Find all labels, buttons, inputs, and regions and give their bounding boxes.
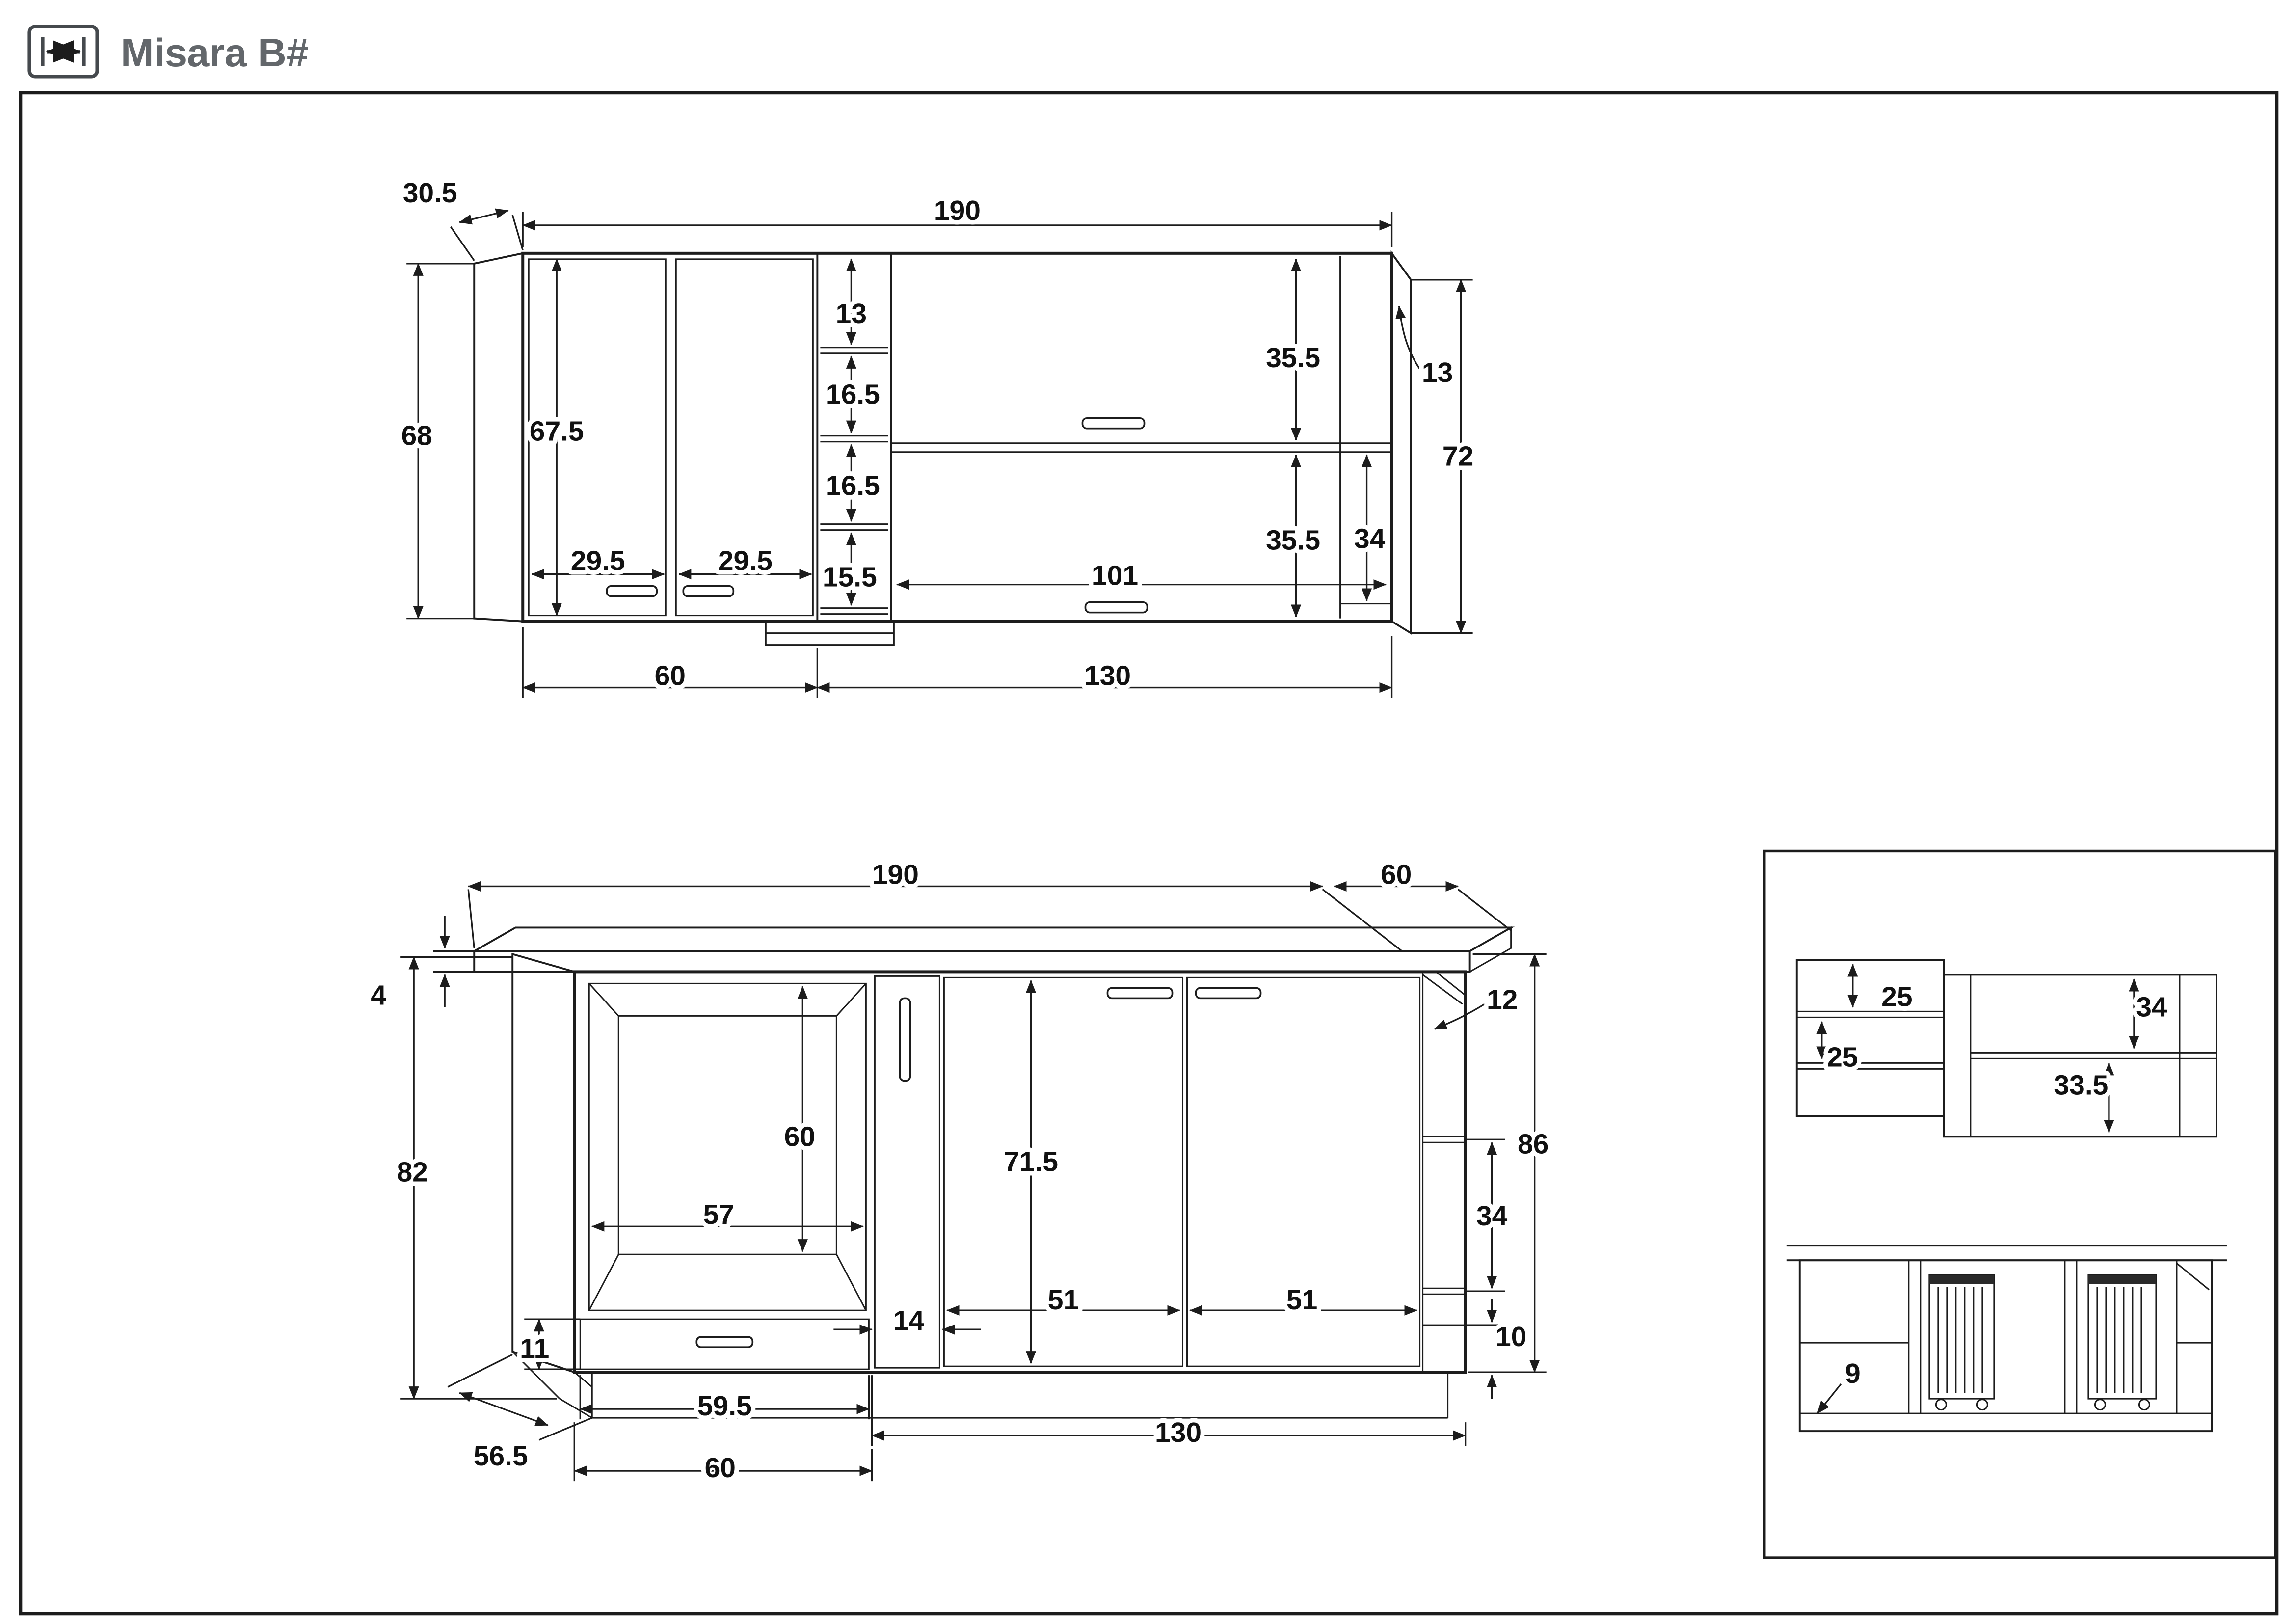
svg-text:30.5: 30.5 <box>403 177 457 209</box>
base-dim-door-height: 71.5 <box>999 980 1063 1364</box>
wall-dim-door-widths: 29.5 29.5 <box>531 541 812 581</box>
svg-text:86: 86 <box>1518 1128 1548 1160</box>
base-dim-bottom-left-width: 60 <box>573 1422 873 1488</box>
dimension-icon <box>27 25 99 79</box>
base-dim-mid-door-width: 14 <box>833 1300 981 1341</box>
base-dim-right-total-height: 86 <box>1468 953 1553 1373</box>
detail-wall-dims: 25 25 34 33.5 <box>1816 964 2172 1133</box>
base-dim-plinth-height: 10 <box>1465 1299 1531 1399</box>
base-dim-counter-depth: 60 <box>1334 854 1512 931</box>
svg-text:190: 190 <box>872 859 919 890</box>
wall-dim-shelf-gaps: 13 16.5 16.5 15.5 <box>818 258 884 606</box>
wall-unit-drawing: 30.5 190 13 16.5 16.5 15.5 68 67.5 <box>397 173 1478 698</box>
svg-text:130: 130 <box>1084 660 1131 692</box>
base-dim-total-width: 190 <box>467 854 1403 952</box>
svg-text:11: 11 <box>520 1333 549 1364</box>
svg-text:57: 57 <box>703 1199 734 1230</box>
svg-text:51: 51 <box>1048 1284 1079 1316</box>
base-dim-opening: 60 57 <box>591 986 864 1252</box>
svg-text:82: 82 <box>397 1156 427 1188</box>
base-drawer-handle <box>695 1336 754 1348</box>
base-dim-side-depth: 56.5 <box>447 1353 592 1476</box>
svg-text:13: 13 <box>836 298 867 329</box>
svg-text:60: 60 <box>705 1452 736 1484</box>
svg-text:15.5: 15.5 <box>823 562 877 593</box>
svg-text:72: 72 <box>1442 441 1473 472</box>
base-dim-bottom-right-width: 130 <box>871 1375 1467 1453</box>
base-unit-drawing: 190 60 4 82 12 60 57 <box>366 854 1553 1488</box>
svg-text:71.5: 71.5 <box>1004 1146 1058 1177</box>
svg-text:56.5: 56.5 <box>474 1440 528 1472</box>
svg-text:29.5: 29.5 <box>718 545 773 577</box>
base-dim-right-shelf-height: 34 <box>1465 1138 1512 1292</box>
svg-text:34: 34 <box>1476 1200 1508 1232</box>
svg-text:12: 12 <box>1487 984 1518 1015</box>
wall-flap-lower-handle <box>1084 601 1148 614</box>
svg-text:67.5: 67.5 <box>530 416 584 447</box>
wall-dim-right-total-height: 72 <box>1411 279 1478 634</box>
base-door1-handle <box>1106 987 1174 1000</box>
svg-text:33.5: 33.5 <box>2054 1069 2108 1101</box>
detail-wall-front-view: 25 25 34 33.5 <box>1795 959 2217 1138</box>
svg-text:60: 60 <box>784 1121 815 1152</box>
base-dim-drawer-width: 59.5 <box>579 1375 870 1426</box>
base-mid-door-handle <box>899 997 911 1082</box>
pullout-basket-1 <box>1928 1274 1995 1411</box>
svg-text:16.5: 16.5 <box>826 379 880 410</box>
svg-text:51: 51 <box>1286 1284 1317 1316</box>
svg-text:34: 34 <box>2136 991 2167 1023</box>
wall-dim-total-width: 190 <box>522 190 1393 247</box>
svg-text:35.5: 35.5 <box>1266 525 1320 556</box>
detail-panel-border <box>1763 849 2277 1559</box>
svg-text:13: 13 <box>1422 357 1453 388</box>
svg-text:4: 4 <box>371 979 386 1011</box>
detail-base-front-view: 9 <box>1786 1245 2227 1433</box>
svg-text:14: 14 <box>893 1305 925 1336</box>
wall-dim-flap-heights: 35.5 35.5 <box>1261 258 1325 618</box>
wall-dim-side-depth: 30.5 <box>399 173 524 261</box>
svg-text:101: 101 <box>1092 560 1138 592</box>
header: Misara B# <box>27 25 309 79</box>
wall-flap-upper-handle <box>1081 417 1146 430</box>
svg-text:59.5: 59.5 <box>697 1390 752 1422</box>
wall-dim-left-height: 68 <box>397 263 475 620</box>
wall-dim-door-inner-height: 67.5 <box>525 258 588 616</box>
base-door2-handle <box>1195 987 1262 1000</box>
wall-dim-bottom-widths: 60 130 <box>522 627 1393 698</box>
base-dim-drawer-height: 11 <box>515 1318 581 1370</box>
svg-text:130: 130 <box>1155 1417 1201 1448</box>
detail-panel: 25 25 34 33.5 <box>1763 849 2277 1559</box>
svg-text:60: 60 <box>1381 859 1412 890</box>
svg-text:25: 25 <box>1881 981 1912 1012</box>
wall-dim-right-side-depth: 13 <box>1395 305 1457 393</box>
wall-door1-handle <box>606 585 658 597</box>
svg-text:25: 25 <box>1827 1041 1858 1073</box>
wall-door2-handle <box>682 585 735 597</box>
svg-text:34: 34 <box>1354 523 1386 555</box>
svg-text:68: 68 <box>401 420 432 452</box>
wall-dim-right-shelf-height: 34 <box>1350 454 1390 601</box>
base-dim-door-widths: 51 51 <box>946 1280 1417 1320</box>
base-dim-right-top-gap: 12 <box>1434 979 1522 1030</box>
pullout-basket-2 <box>2087 1274 2157 1411</box>
svg-text:9: 9 <box>1845 1358 1861 1389</box>
svg-text:16.5: 16.5 <box>826 470 880 502</box>
svg-text:29.5: 29.5 <box>571 545 625 577</box>
wall-dim-flap-width: 101 <box>896 556 1387 596</box>
svg-text:35.5: 35.5 <box>1266 342 1320 374</box>
svg-text:60: 60 <box>655 660 686 692</box>
page-title: Misara B# <box>121 31 309 75</box>
svg-text:10: 10 <box>1495 1321 1526 1353</box>
svg-text:190: 190 <box>934 195 981 226</box>
